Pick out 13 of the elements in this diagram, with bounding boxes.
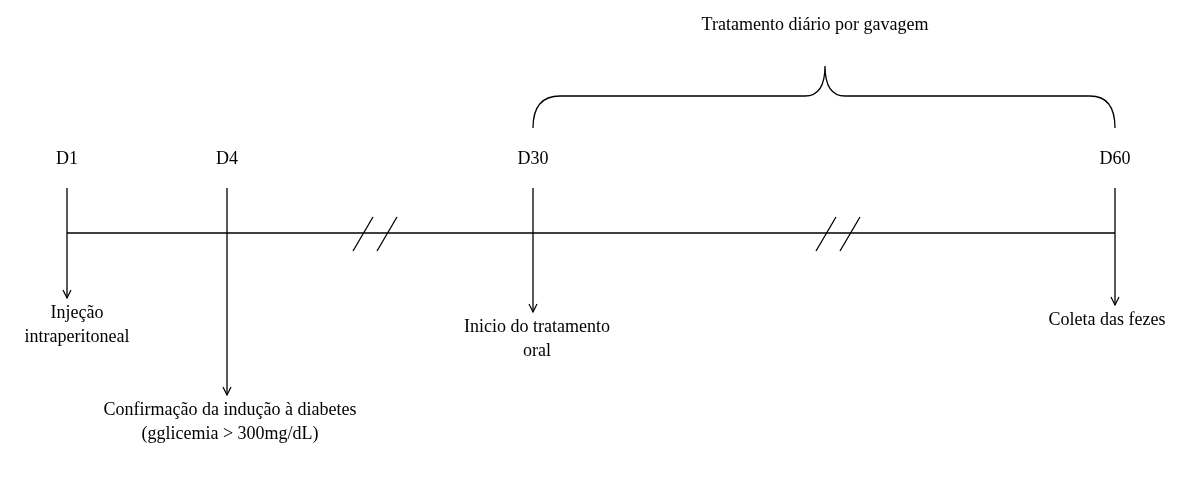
bracket-label: Tratamento diário por gavagem [701, 13, 929, 36]
arrow [62, 187, 72, 299]
event-label: Confirmação da indução à diabetes (gglicemia > 300mg/dL) [95, 397, 365, 445]
day-label: D60 [1090, 146, 1140, 170]
arrow [528, 187, 538, 313]
day-label: D4 [207, 146, 247, 170]
arrow [222, 187, 232, 396]
day-label: D30 [508, 146, 558, 170]
arrow [1110, 187, 1120, 306]
event-label: Injeção intraperitoneal [7, 300, 147, 348]
day-label: D1 [47, 146, 87, 170]
event-label: Coleta das fezes [1027, 307, 1182, 331]
event-label: Inicio do tratamento oral [462, 314, 612, 362]
